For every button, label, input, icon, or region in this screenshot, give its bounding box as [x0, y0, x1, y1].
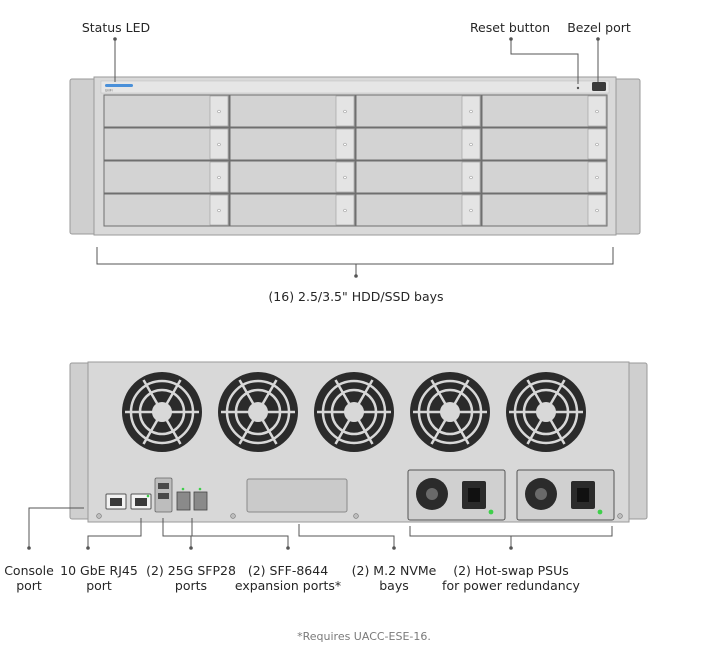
console-label-line2: port [16, 578, 42, 593]
drive-bay[interactable] [229, 94, 356, 128]
psu-2 [516, 469, 615, 521]
sff-leader [191, 518, 289, 548]
sfp28-port-2 [193, 491, 208, 511]
sfp-leader-dot [189, 546, 193, 550]
console-label-line1: Console [4, 563, 54, 578]
sfp-leader [162, 518, 192, 548]
psu-leader-dot [509, 546, 513, 550]
fan [218, 372, 298, 452]
drive-bay[interactable] [229, 127, 356, 161]
psu-1 [407, 469, 506, 521]
front-left-ear [69, 78, 97, 235]
rear-screw-1 [96, 513, 102, 519]
m2-slot-1 [158, 483, 169, 489]
drive-bay[interactable] [481, 160, 608, 194]
sff-label: (2) SFF-8644 expansion ports* [232, 563, 344, 593]
drive-bay[interactable] [103, 193, 230, 227]
nvme-label-line1: (2) M.2 NVMe [351, 563, 437, 578]
rj45-label-line2: port [86, 578, 112, 593]
drive-bay[interactable] [355, 160, 482, 194]
nvme-leader-dot [392, 546, 396, 550]
reset-button-leader [510, 38, 579, 84]
reset-button-hole [576, 86, 580, 90]
drive-bay[interactable] [103, 160, 230, 194]
sfp-label-line1: (2) 25G SFP28 [146, 563, 236, 578]
rear-screw-3 [353, 513, 359, 519]
fan [314, 372, 394, 452]
sfp28-port-1 [176, 491, 191, 511]
drive-bay[interactable] [481, 127, 608, 161]
bezel-port-label: Bezel port [567, 20, 631, 35]
rj45-leader-dot [86, 546, 90, 550]
sfp28-led-1 [181, 487, 185, 491]
psu-label-line1: (2) Hot-swap PSUs [453, 563, 569, 578]
rear-screw-2 [230, 513, 236, 519]
console-label: Console port [0, 563, 58, 593]
drive-bay[interactable] [229, 193, 356, 227]
rj45-port-socket [135, 498, 147, 506]
rear-callout-dots [27, 546, 513, 550]
nvme-bay-cover [246, 478, 348, 513]
drive-bay[interactable] [229, 160, 356, 194]
rear-left-ear [69, 362, 91, 520]
front-top-strip [100, 80, 610, 94]
rj45-label: 10 GbE RJ45 port [56, 563, 142, 593]
psu-label: (2) Hot-swap PSUs for power redundancy [440, 563, 582, 593]
console-leader-dot [27, 546, 31, 550]
fan [410, 372, 490, 452]
sfp28-led-2 [198, 487, 202, 491]
console-port-socket [110, 498, 122, 506]
drive-bay[interactable] [355, 193, 482, 227]
bezel-port-leader-dot [596, 37, 600, 41]
front-chassis: UniFi [69, 76, 641, 236]
rear-chassis [69, 361, 648, 523]
fan [122, 372, 202, 452]
drive-bay[interactable] [103, 127, 230, 161]
m2-slot-2 [158, 493, 169, 499]
nvme-leader [298, 524, 395, 548]
sfp-label: (2) 25G SFP28 ports [143, 563, 239, 593]
rear-callout-lines [28, 507, 613, 548]
status-led [105, 84, 133, 87]
status-led-leader-dot [113, 37, 117, 41]
reset-button-leader-dot [509, 37, 513, 41]
bay-grid [103, 94, 608, 227]
rj45-leader [87, 518, 142, 548]
rear-right-ear [626, 362, 648, 520]
front-callout-dots [113, 37, 600, 278]
psu-leader [409, 526, 613, 548]
drive-bay[interactable] [103, 94, 230, 128]
console-leader [28, 507, 84, 548]
rj45-label-line1: 10 GbE RJ45 [60, 563, 138, 578]
nvme-label: (2) M.2 NVMe bays [342, 563, 446, 593]
drive-bay[interactable] [481, 94, 608, 128]
psu-label-line2: for power redundancy [442, 578, 580, 593]
sff-label-line2: expansion ports* [234, 578, 342, 593]
brand-logo-text: UniFi [105, 89, 113, 93]
bezel-port [592, 82, 606, 91]
rear-screw-4 [617, 513, 623, 519]
front-callout-lines [96, 38, 614, 276]
drive-bay[interactable] [355, 94, 482, 128]
rj45-led [146, 494, 150, 498]
bays-leader-dot [354, 274, 358, 278]
footnote: *Requires UACC-ESE-16. [297, 630, 431, 643]
sfp-label-line2: ports [174, 578, 208, 593]
sff-label-line1: (2) SFF-8644 [247, 563, 329, 578]
fan-row [122, 372, 586, 452]
nvme-label-line2: bays [379, 578, 409, 593]
bays-bracket [96, 247, 614, 276]
front-right-ear [613, 78, 641, 235]
reset-button-label: Reset button [469, 20, 551, 35]
fan [506, 372, 586, 452]
sff-leader-dot [286, 546, 290, 550]
drive-bay[interactable] [481, 193, 608, 227]
bays-label: (16) 2.5/3.5" HDD/SSD bays [268, 289, 444, 304]
status-led-label: Status LED [81, 20, 151, 35]
drive-bay[interactable] [355, 127, 482, 161]
